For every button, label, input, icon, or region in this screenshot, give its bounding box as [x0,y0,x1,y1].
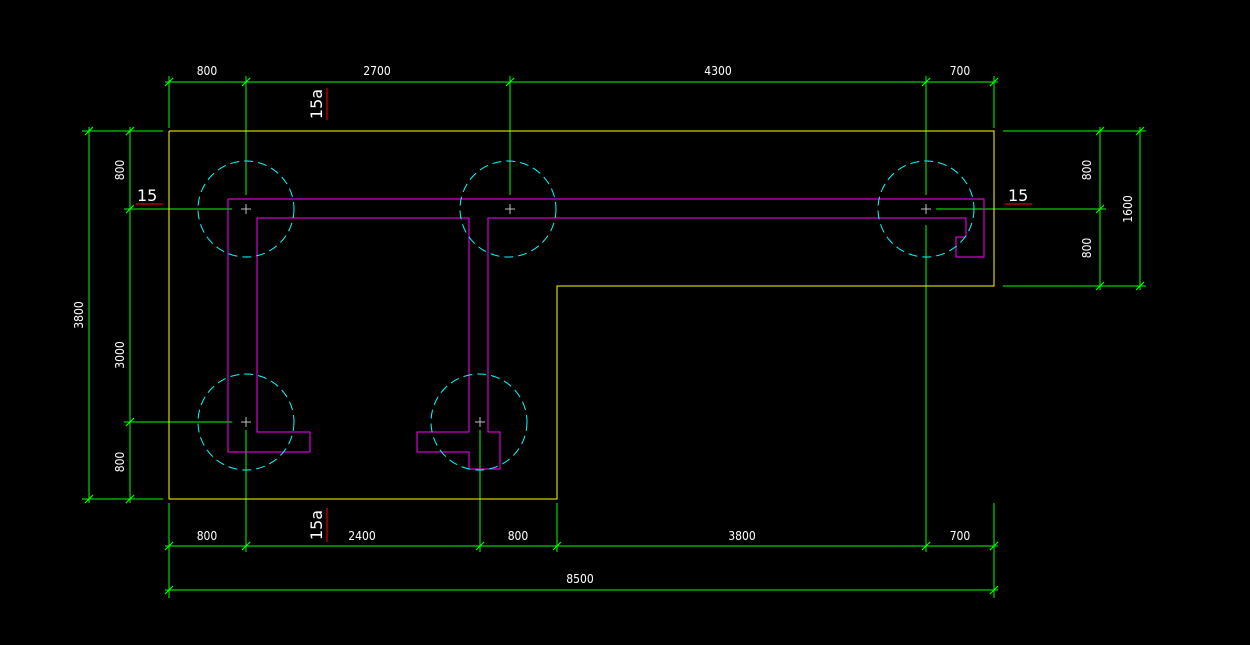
dimension-text-top: 800 2700 4300 700 [197,64,971,78]
pile-circle [459,160,557,258]
dimension-text-bottom: 800 2400 800 3800 700 8500 [197,529,971,586]
section-tag-top-label: 15a [307,89,326,119]
wall-outlines [227,198,985,470]
dimension-text-right: 800 800 1600 [1080,160,1135,259]
dim-left-3: 800 [113,452,127,473]
dim-right-overall: 1600 [1121,195,1135,223]
pile-circle [877,160,975,258]
section-tag-top: 15a [307,88,328,120]
dim-right-1: 800 [1080,160,1094,181]
axis-tag-right-label: 15 [1008,186,1028,205]
dimension-lines [82,76,1146,598]
dim-top-3: 4300 [704,64,732,78]
dim-top-2: 2700 [363,64,391,78]
dim-left-2: 3000 [113,341,127,369]
section-tag-bottom: 15a [307,508,328,542]
dim-top-1: 800 [197,64,218,78]
dim-left-overall: 3800 [72,301,86,329]
dim-total: 8500 [566,572,594,586]
pile-center-marks [241,204,931,427]
foundation-outline [168,130,995,500]
dimension-text-left: 3800 800 3000 800 [72,160,127,473]
axis-tag-right: 15 [1005,186,1032,205]
section-tag-bottom-label: 15a [307,510,326,540]
axis-tag-left: 15 [136,186,163,205]
dim-right-2: 800 [1080,238,1094,259]
pile-circle [197,160,295,258]
dim-bottom-3: 800 [508,529,529,543]
pile-circle [430,373,528,471]
dim-bottom-5: 700 [950,529,971,543]
pile-circle [197,373,295,471]
dim-bottom-2: 2400 [348,529,376,543]
dim-bottom-1: 800 [197,529,218,543]
dim-bottom-4: 3800 [728,529,756,543]
pile-circles [197,160,975,471]
dimension-ticks [84,77,1145,595]
dim-left-1: 800 [113,160,127,181]
axis-tag-left-label: 15 [137,186,157,205]
dim-top-4: 700 [950,64,971,78]
